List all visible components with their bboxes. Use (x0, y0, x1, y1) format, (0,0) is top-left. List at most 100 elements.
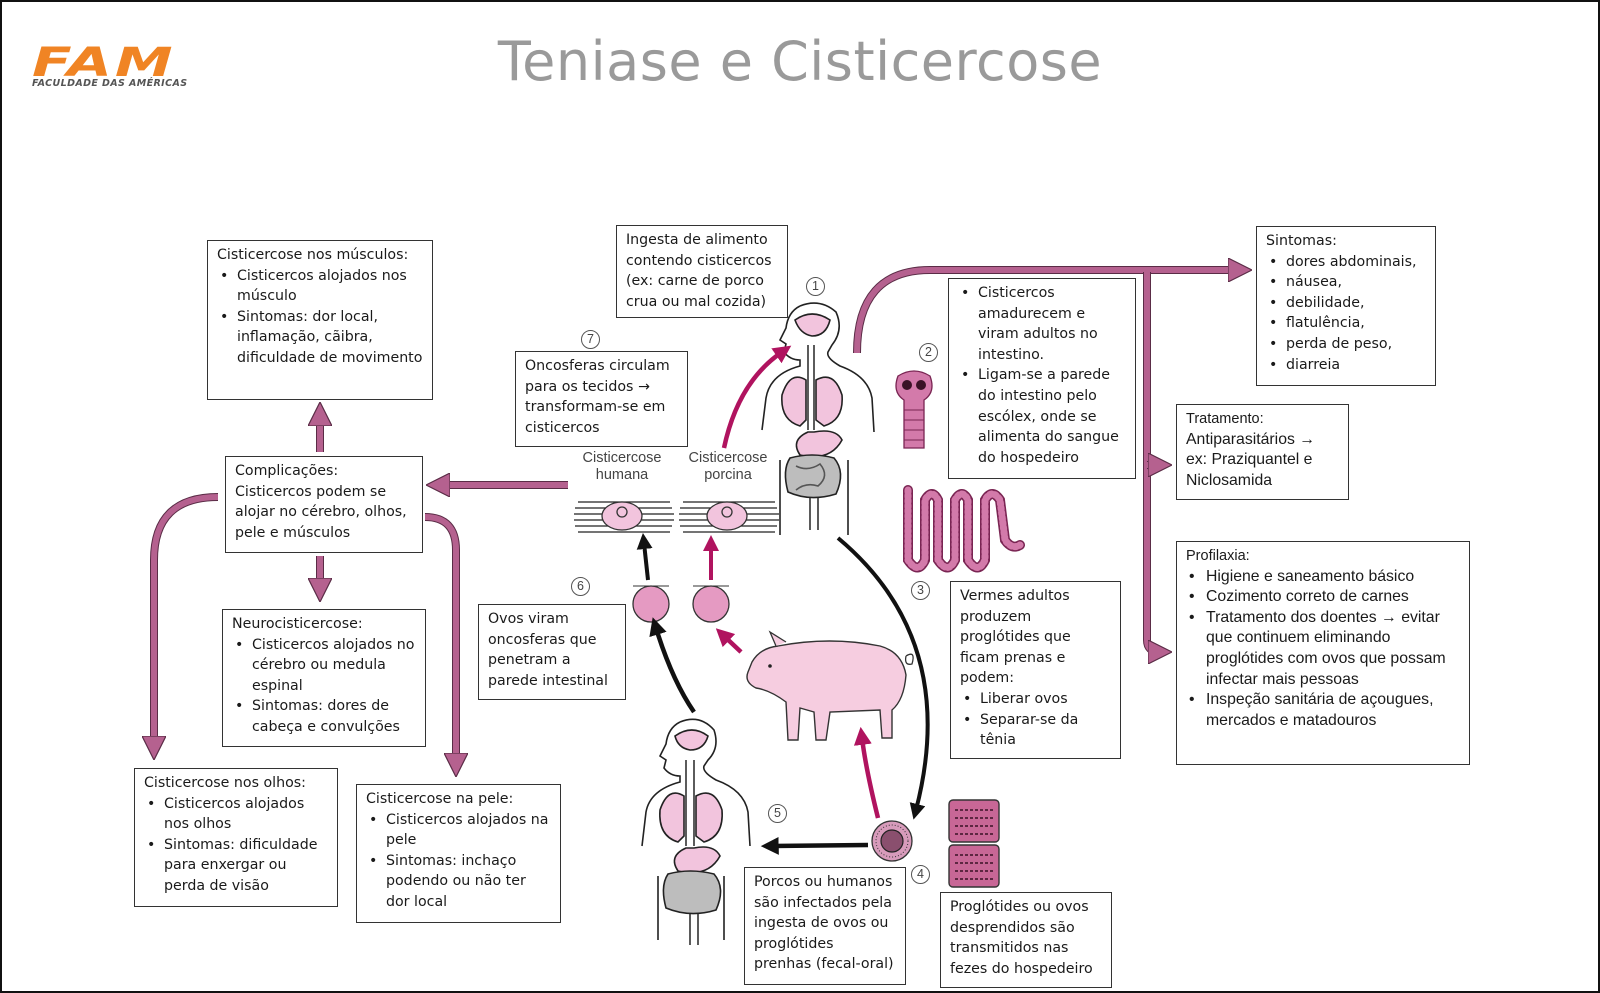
connector-to-skin (424, 513, 456, 765)
symptom-item: diarreia (1266, 355, 1427, 376)
adult-worms-bullet: Separar-se da tênia (960, 710, 1112, 751)
symptom-item: debilidade, (1266, 293, 1427, 314)
logo-mark: FAM (32, 40, 176, 86)
step-number-3: 3 (911, 581, 930, 600)
porcine-cysticercus-illustration (679, 501, 779, 533)
treatment-line: Niclosamida (1186, 471, 1273, 489)
pig-illustration (746, 630, 914, 741)
infection-line: são infectados pela (754, 894, 892, 911)
step-number-5: 5 (768, 804, 787, 823)
eggs-line: penetram a (488, 652, 571, 669)
human-host-top-illustration (761, 302, 875, 535)
oncosphere-human-illustration (632, 585, 670, 623)
connector-symptoms (853, 270, 1240, 354)
ingestion-line: crua ou mal cozida) (626, 293, 767, 310)
box-ingestion: Ingesta de alimento contendo cisticercos… (616, 225, 788, 318)
neuro-heading: Neurocisticercose: (232, 616, 363, 632)
complications-line: Complicações: (235, 463, 339, 479)
prophylaxis-item: Higiene e saneamento básico (1186, 567, 1461, 588)
complications-line: alojar no cérebro, olhos, (235, 504, 407, 521)
arrow-human-to-oncosphere (649, 617, 696, 714)
arrow-oncosphere-to-human-cyst (636, 533, 653, 581)
step-number-6: 6 (571, 577, 590, 596)
muscles-bullet: Cisticercos alojados nos músculo (217, 266, 424, 307)
prophylaxis-heading: Profilaxia: (1186, 548, 1250, 564)
skin-bullet: Sintomas: inchaço podendo ou não ter dor… (366, 851, 552, 913)
human-host-bottom-illustration (641, 718, 751, 945)
transmission-line: fezes do hospedeiro (950, 960, 1093, 977)
transmission-line: transmitidos nas (950, 940, 1069, 957)
oncospheres-line: para os tecidos → (525, 378, 650, 395)
transmission-line: Proglótides ou ovos (950, 899, 1089, 915)
box-muscles: Cisticercose nos músculos: Cisticercos a… (207, 240, 433, 400)
maturation-bullet: Cisticercos amadurecem e viram adultos n… (958, 283, 1127, 365)
symptom-item: náusea, (1266, 272, 1427, 293)
oncospheres-line: transformam-se em (525, 399, 666, 416)
box-neuro: Neurocisticercose: Cisticercos alojados … (222, 609, 426, 747)
maturation-bullet: Ligam-se a parede do intestino pelo escó… (958, 365, 1127, 468)
eyes-bullet: Sintomas: dificuldade para enxergar ou p… (144, 835, 329, 897)
box-symptoms: Sintomas: dores abdominais, náusea, debi… (1256, 226, 1436, 386)
infection-line: Porcos ou humanos (754, 874, 893, 890)
egg-illustration (871, 820, 913, 862)
eggs-line: oncosferas que (488, 631, 597, 648)
oncospheres-line: Oncosferas circulam (525, 358, 670, 374)
ingestion-line: Ingesta de alimento (626, 232, 768, 248)
page-title: Teniase e Cisticercose (497, 30, 1103, 93)
eyes-heading: Cisticercose nos olhos: (144, 775, 306, 791)
symptoms-heading: Sintomas: (1266, 233, 1337, 249)
neuro-bullet: Cisticercos alojados no cérebro ou medul… (232, 635, 417, 697)
complications-line: Cisticercos podem se (235, 483, 387, 500)
arrow-pig-to-oncosphere (715, 628, 743, 654)
label-porcine-cysticercosis: Cisticercose porcina (688, 450, 768, 483)
muscles-bullet: Sintomas: dor local, inflamação, cãibra,… (217, 307, 424, 369)
ingestion-line: (ex: carne de porco (626, 273, 764, 290)
adult-worms-bullet: Liberar ovos (960, 689, 1112, 710)
box-oncospheres-circulate: Oncosferas circulam para os tecidos → tr… (515, 351, 688, 447)
label-human-cysticercosis: Cisticercose humana (582, 450, 662, 483)
eyes-bullet: Cisticercos alojados nos olhos (144, 794, 329, 835)
arrow-ingestion-to-human (721, 345, 792, 449)
eggs-line: parede intestinal (488, 672, 608, 689)
step-number-2: 2 (919, 343, 938, 362)
box-infection: Porcos ou humanos são infectados pela in… (744, 867, 906, 985)
prophylaxis-item: Tratamento dos doentes → evitar que cont… (1186, 608, 1461, 690)
oncospheres-line: cisticercos (525, 419, 600, 436)
step-number-4: 4 (911, 865, 930, 884)
symptom-item: flatulência, (1266, 313, 1427, 334)
muscles-heading: Cisticercose nos músculos: (217, 247, 409, 263)
treatment-line: Antiparasitários → (1186, 430, 1316, 448)
box-transmission: Proglótides ou ovos desprendidos são tra… (940, 892, 1112, 988)
prophylaxis-item: Inspeção sanitária de açougues, mercados… (1186, 690, 1461, 731)
skin-bullet: Cisticercos alojados na pele (366, 810, 552, 851)
adult-worms-heading: Vermes adultos produzem proglótides que … (960, 588, 1071, 687)
gravid-proglottids-illustration (948, 799, 1000, 888)
connector-to-eyes (154, 493, 219, 748)
connector-treatment-prophylaxis (1143, 272, 1160, 652)
neuro-bullet: Sintomas: dores de cabeça e convulções (232, 696, 417, 737)
arrow-egg-to-pig (853, 726, 881, 819)
human-cysticercus-illustration (574, 501, 674, 533)
eggs-line: Ovos viram (488, 611, 569, 627)
box-treatment: Tratamento: Antiparasitários → ex: Prazi… (1176, 404, 1349, 500)
prophylaxis-item: Cozimento correto de carnes (1186, 587, 1461, 608)
transmission-line: desprendidos são (950, 919, 1075, 936)
complications-line: pele e músculos (235, 524, 351, 541)
arrow-egg-to-human (760, 836, 869, 855)
treatment-line: ex: Praziquantel e (1186, 451, 1313, 469)
box-adult-worms: Vermes adultos produzem proglótides que … (950, 581, 1121, 759)
box-eyes: Cisticercose nos olhos: Cisticercos aloj… (134, 768, 338, 907)
box-maturation: Cisticercos amadurecem e viram adultos n… (948, 278, 1136, 479)
infection-line: proglótides (754, 935, 834, 952)
treatment-line: Tratamento: (1186, 411, 1264, 427)
infection-line: ingesta de ovos ou (754, 915, 889, 932)
ingestion-line: contendo cisticercos (626, 252, 772, 269)
arrow-human-to-egg (836, 536, 930, 820)
box-skin: Cisticercose na pele: Cisticercos alojad… (356, 784, 561, 923)
fam-logo: FAM FACULDADE DAS AMÉRICAS (30, 40, 230, 94)
box-complications: Complicações: Cisticercos podem se aloja… (225, 456, 423, 553)
infection-line: prenhas (fecal-oral) (754, 956, 894, 973)
box-eggs-oncospheres: Ovos viram oncosferas que penetram a par… (478, 604, 626, 700)
